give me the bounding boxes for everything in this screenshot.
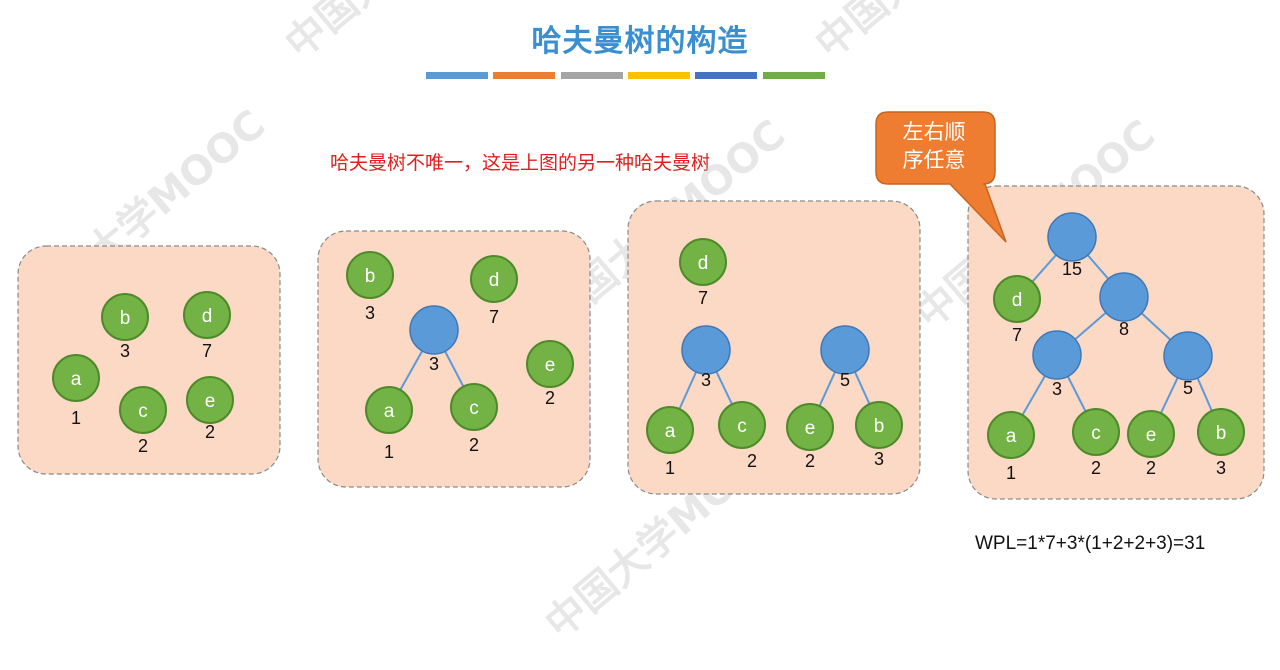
node-weight: 1 xyxy=(665,458,675,478)
node-weight: 3 xyxy=(365,303,375,323)
node-weight: 2 xyxy=(138,436,148,456)
node-label: b xyxy=(120,308,131,329)
node-label: e xyxy=(1146,425,1157,446)
node-weight: 2 xyxy=(545,388,555,408)
node-label: a xyxy=(665,421,676,442)
node-weight: 5 xyxy=(840,370,850,390)
node-weight: 8 xyxy=(1119,319,1129,339)
page-title: 哈夫曼树的构造 xyxy=(531,24,749,59)
node-label: c xyxy=(1091,423,1101,444)
internal-node xyxy=(1047,212,1097,262)
node-weight: 3 xyxy=(1052,379,1062,399)
internal-node xyxy=(1163,331,1213,381)
node-weight: 5 xyxy=(1183,378,1193,398)
leaf-node xyxy=(186,376,234,424)
callout-line-2: 序任意 xyxy=(902,148,966,172)
title-bar-3 xyxy=(561,72,623,79)
leaf-node xyxy=(52,354,100,402)
node-label: c xyxy=(737,416,747,437)
node-weight: 2 xyxy=(205,422,215,442)
leaf-node xyxy=(346,251,394,299)
node-label: a xyxy=(1006,426,1017,447)
leaf-node xyxy=(855,401,903,449)
panel-step4: 15 d 7 8 3 5 a 1 c 2 e 2 b 3 xyxy=(967,185,1265,500)
leaf-node xyxy=(101,293,149,341)
panel-box xyxy=(967,185,1265,500)
node-weight: 7 xyxy=(202,341,212,361)
wpl-formula: WPL=1*7+3*(1+2+2+3)=31 xyxy=(975,533,1206,554)
leaf-node xyxy=(450,383,498,431)
leaf-node xyxy=(679,238,727,286)
internal-node xyxy=(1099,272,1149,322)
leaf-node xyxy=(470,255,518,303)
leaf-node xyxy=(1197,408,1245,456)
node-label: d xyxy=(698,253,709,274)
node-label: a xyxy=(384,401,395,422)
title-bar-4 xyxy=(628,72,690,79)
leaf-node xyxy=(786,403,834,451)
title-bar-1 xyxy=(426,72,488,79)
node-weight: 3 xyxy=(701,370,711,390)
node-label: c xyxy=(138,401,148,422)
node-label: b xyxy=(1216,423,1227,444)
panel-step1: b 3 d 7 a 1 c 2 e 2 xyxy=(17,245,281,475)
leaf-node xyxy=(183,291,231,339)
node-weight: 3 xyxy=(120,341,130,361)
title-bar-5 xyxy=(695,72,757,79)
node-label: b xyxy=(365,266,376,287)
panel-box xyxy=(17,245,281,475)
leaf-node xyxy=(119,386,167,434)
leaf-node xyxy=(987,411,1035,459)
internal-node xyxy=(409,305,459,355)
callout-line-1: 左右顺 xyxy=(902,120,966,144)
callout-shape xyxy=(875,111,1007,243)
node-weight: 7 xyxy=(489,307,499,327)
leaf-node xyxy=(365,386,413,434)
node-weight: 2 xyxy=(1091,458,1101,478)
node-label: e xyxy=(545,355,556,376)
node-weight: 2 xyxy=(1146,458,1156,478)
node-weight: 1 xyxy=(71,408,81,428)
node-weight: 2 xyxy=(805,451,815,471)
leaf-node xyxy=(993,275,1041,323)
node-label: d xyxy=(1012,290,1023,311)
node-weight: 1 xyxy=(384,442,394,462)
callout-bubble xyxy=(875,111,1007,243)
node-weight: 3 xyxy=(874,449,884,469)
node-label: c xyxy=(469,398,479,419)
internal-node xyxy=(820,325,870,375)
title-bar-2 xyxy=(493,72,555,79)
panel-step2: b 3 d 7 3 e 2 a 1 c 2 xyxy=(317,230,591,488)
node-weight: 2 xyxy=(469,435,479,455)
node-label: e xyxy=(205,391,216,412)
node-weight: 2 xyxy=(747,451,757,471)
callout-text: 左右顺 序任意 xyxy=(878,118,990,174)
node-weight: 7 xyxy=(1012,325,1022,345)
title-bar-6 xyxy=(763,72,825,79)
leaf-node xyxy=(646,406,694,454)
subtitle-note: 哈夫曼树不唯一，这是上图的另一种哈夫曼树 xyxy=(330,152,711,174)
node-weight: 3 xyxy=(1216,458,1226,478)
watermark-5: 中国大学MOOC xyxy=(807,0,1064,68)
node-weight: 15 xyxy=(1062,259,1082,279)
node-weight: 3 xyxy=(429,354,439,374)
node-label: a xyxy=(71,369,82,390)
node-weight: 1 xyxy=(1006,463,1016,483)
node-label: d xyxy=(202,306,213,327)
internal-node xyxy=(681,325,731,375)
leaf-node xyxy=(1127,410,1175,458)
leaf-node xyxy=(718,401,766,449)
leaf-node xyxy=(1072,408,1120,456)
node-weight: 7 xyxy=(698,288,708,308)
leaf-node xyxy=(526,340,574,388)
node-label: e xyxy=(805,418,816,439)
node-label: b xyxy=(874,416,885,437)
internal-node xyxy=(1032,330,1082,380)
watermark-4: 中国大学MOOC xyxy=(277,0,534,68)
node-label: d xyxy=(489,270,500,291)
